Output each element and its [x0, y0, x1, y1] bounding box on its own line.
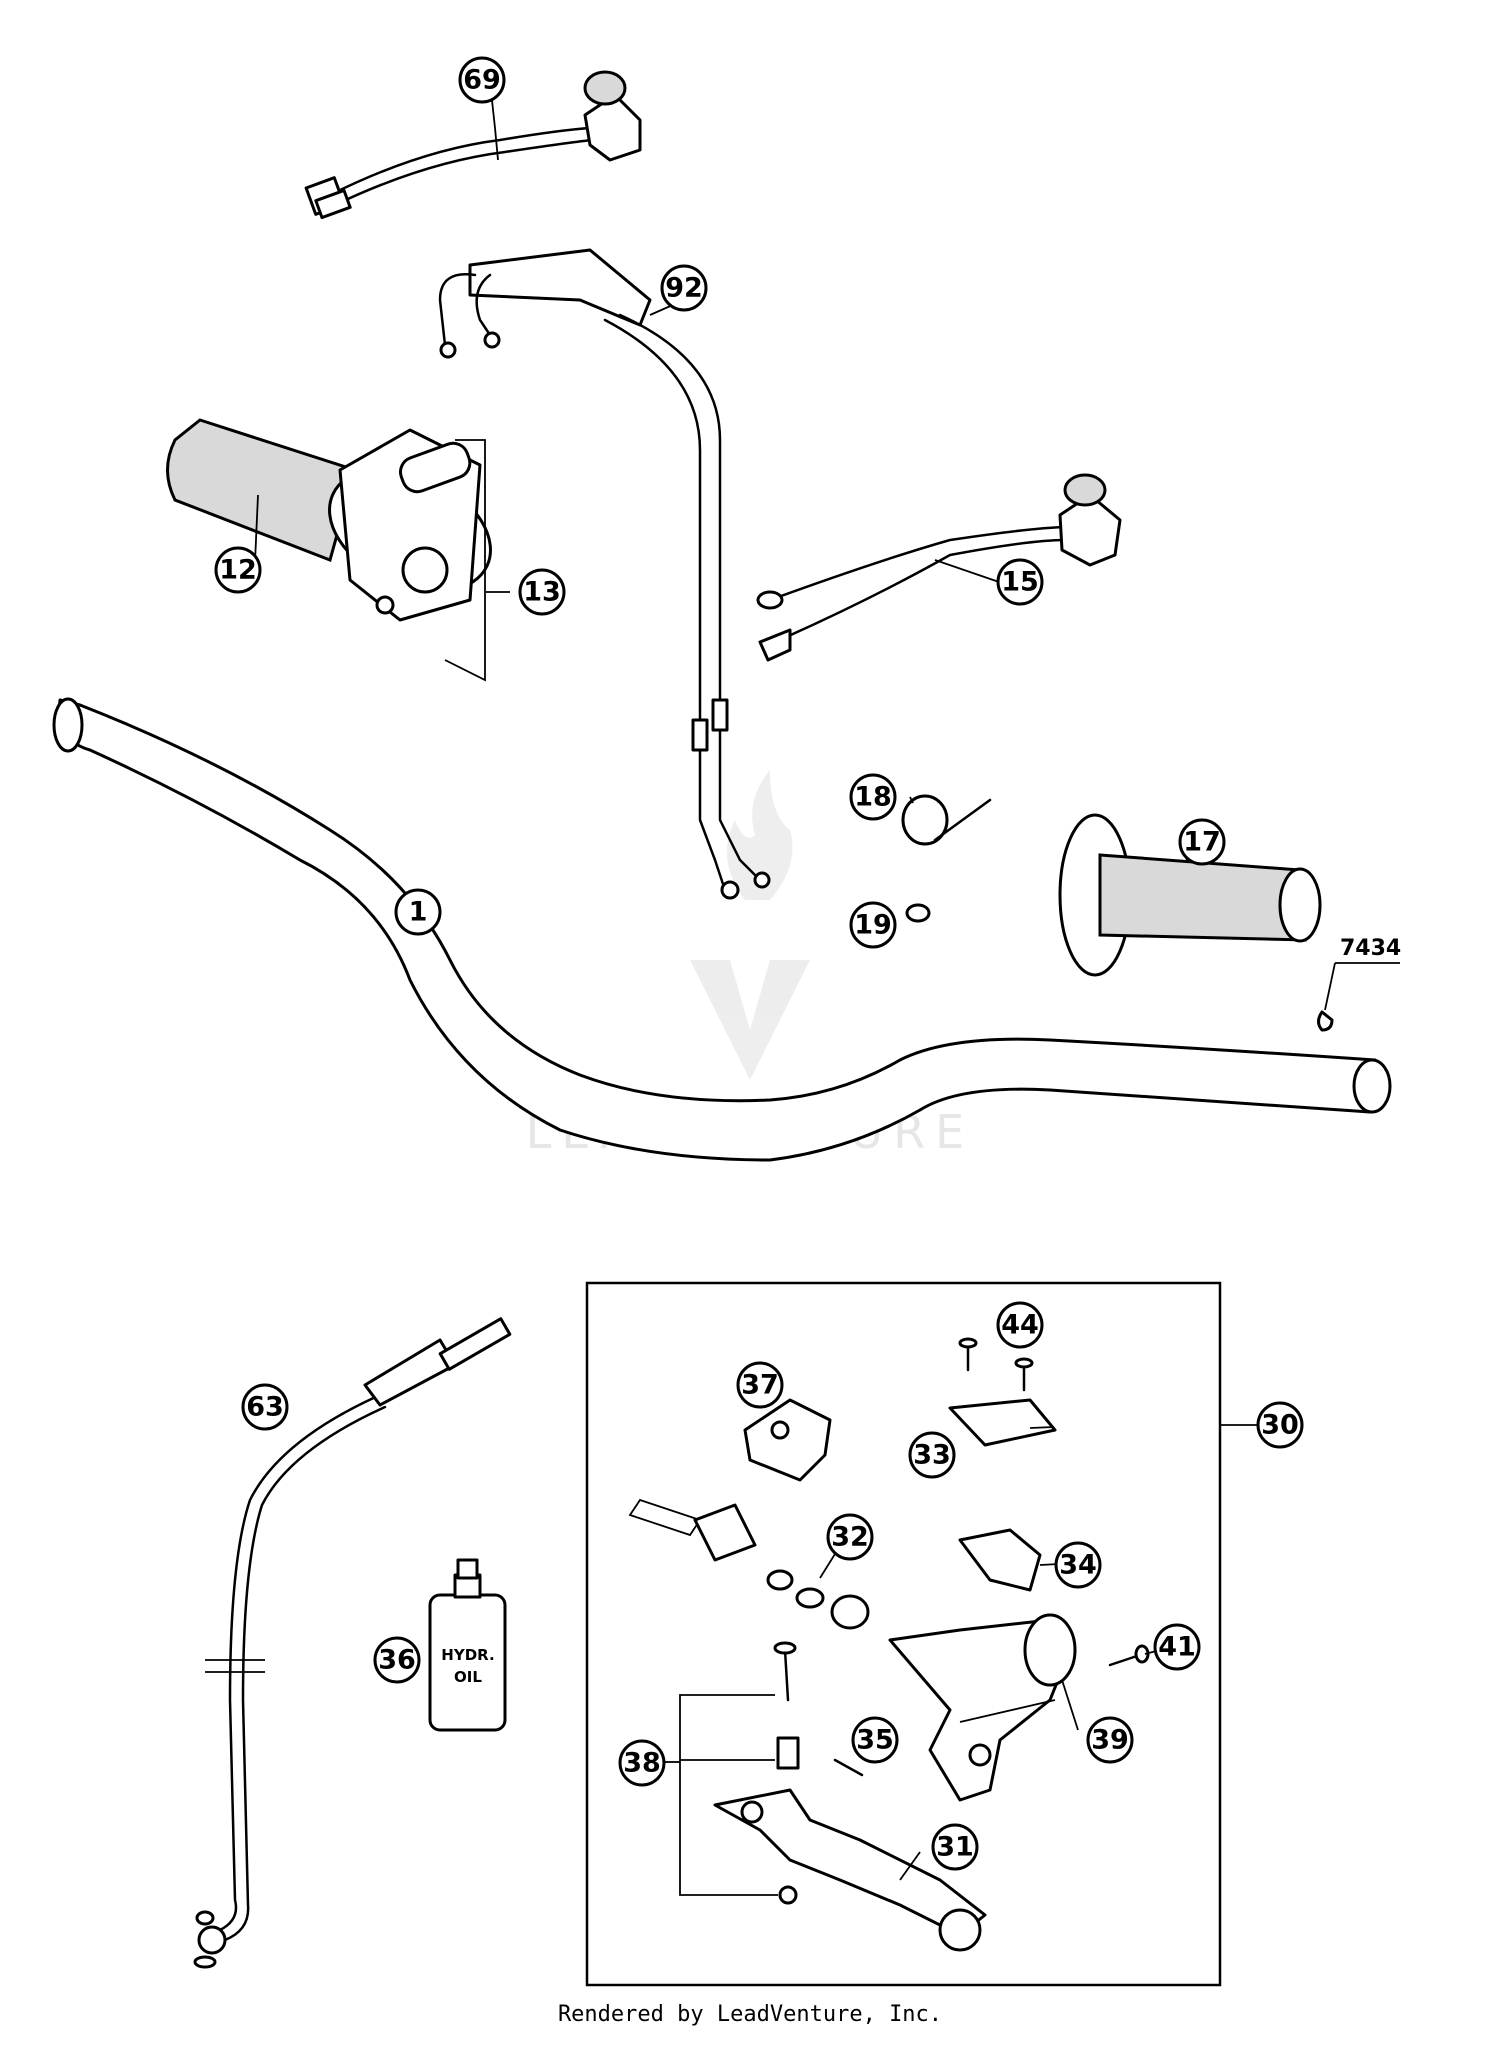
callout-69: 69 — [458, 56, 506, 104]
svg-text:30: 30 — [1261, 1410, 1299, 1441]
part-41-screw — [1108, 1644, 1150, 1667]
svg-text:38: 38 — [623, 1748, 661, 1779]
svg-text:41: 41 — [1158, 1632, 1196, 1663]
svg-text:36: 36 — [378, 1645, 416, 1676]
callout-38: 38 — [618, 1739, 666, 1787]
svg-text:44: 44 — [1001, 1310, 1039, 1341]
part-39-master-cylinder — [888, 1613, 1077, 1802]
part-37-clamp — [743, 1398, 832, 1482]
svg-text:33: 33 — [913, 1440, 951, 1471]
part-63-brake-line — [193, 1317, 512, 1969]
svg-text:39: 39 — [1091, 1725, 1129, 1756]
callout-37: 37 — [736, 1361, 784, 1409]
watermark-logo — [690, 770, 810, 1080]
svg-text:92: 92 — [665, 273, 703, 304]
part-7434-adhesive — [1317, 962, 1400, 1032]
part-36-hydraulic-oil: HYDR. OIL — [428, 1558, 507, 1732]
callout-33: 33 — [908, 1431, 956, 1479]
callout-1: 1 — [394, 888, 442, 936]
part-17-grip — [1058, 813, 1322, 977]
svg-text:15: 15 — [1001, 567, 1039, 598]
svg-text:17: 17 — [1183, 827, 1221, 858]
callout-30: 30 — [1256, 1401, 1304, 1449]
part-92-throttle-cable — [438, 248, 771, 900]
callout-36: 36 — [373, 1636, 421, 1684]
part-69-switch-wiring — [304, 70, 642, 220]
callout-39: 39 — [1086, 1716, 1134, 1764]
callout-35: 35 — [851, 1716, 899, 1764]
callout-44: 44 — [996, 1301, 1044, 1349]
svg-text:31: 31 — [936, 1832, 974, 1863]
part-18-cable-tie — [901, 794, 992, 846]
footer-credit: Rendered by LeadVenture, Inc. — [557, 2002, 943, 2027]
part-label-7434: 7434 — [1340, 936, 1401, 961]
part-30-master-cylinder-box — [585, 1281, 1258, 1987]
svg-text:34: 34 — [1059, 1550, 1097, 1581]
svg-text:32: 32 — [831, 1522, 869, 1553]
part-19-nut — [905, 903, 931, 923]
svg-text:12: 12 — [219, 555, 257, 586]
svg-text:HYDR.: HYDR. — [441, 1646, 494, 1664]
svg-text:69: 69 — [463, 65, 501, 96]
svg-text:19: 19 — [854, 910, 892, 941]
part-33-reservoir-cap — [948, 1398, 1057, 1447]
svg-text:1: 1 — [409, 897, 428, 928]
svg-text:63: 63 — [246, 1392, 284, 1423]
svg-text:OIL: OIL — [454, 1668, 482, 1686]
part-34-diaphragm — [958, 1528, 1042, 1592]
svg-text:37: 37 — [741, 1370, 779, 1401]
part-35-spring — [833, 1758, 864, 1777]
callout-19: 19 — [849, 901, 897, 949]
callout-13: 13 — [518, 568, 566, 616]
part-31-brake-lever — [713, 1788, 987, 1952]
callout-63: 63 — [241, 1383, 289, 1431]
callout-12: 12 — [214, 546, 262, 594]
part-38-pivot-kit — [679, 1641, 800, 1905]
part-1-handlebar — [52, 697, 1392, 1162]
callout-31: 31 — [931, 1823, 979, 1871]
svg-text:18: 18 — [854, 782, 892, 813]
callout-34: 34 — [1054, 1541, 1102, 1589]
callout-92: 92 — [660, 264, 708, 312]
svg-text:13: 13 — [523, 577, 561, 608]
callout-17: 17 — [1178, 818, 1226, 866]
svg-text:35: 35 — [856, 1725, 894, 1756]
part-32-piston-kit — [628, 1498, 870, 1630]
part-13-bracket — [444, 439, 486, 682]
part-15-switch — [756, 473, 1122, 662]
callout-41: 41 — [1153, 1623, 1201, 1671]
callout-32: 32 — [826, 1513, 874, 1561]
callout-18: 18 — [849, 773, 897, 821]
part-12-throttle-grip — [166, 418, 492, 622]
part-44-screws — [958, 1337, 1034, 1392]
callout-15: 15 — [996, 558, 1044, 606]
